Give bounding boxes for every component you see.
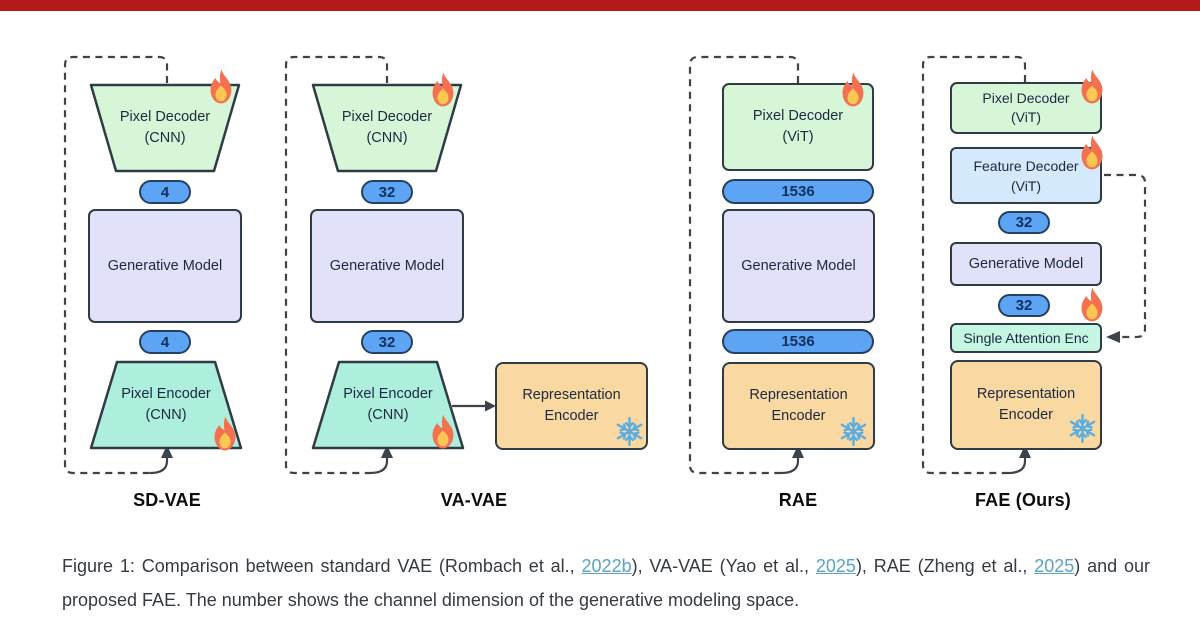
box-label: Generative Model	[741, 257, 856, 274]
caption-line-1: Figure 1: Comparison between standard VA…	[62, 549, 1150, 583]
rae-generative-model-box: Generative Model	[722, 209, 875, 323]
encoder-trapezoid-shape	[89, 360, 243, 450]
vavae-recon-loop-dashed-line	[284, 55, 393, 475]
caption-text: proposed FAE. The number shows the chann…	[62, 590, 800, 610]
decoder-trapezoid-shape	[311, 83, 463, 173]
box-sublabel: Encoder	[544, 408, 599, 424]
fae-feature-decoder-box: Feature Decoder (ViT)	[950, 147, 1102, 204]
fire-icon	[1075, 134, 1109, 173]
box-label: Generative Model	[968, 255, 1084, 272]
snowflake-icon	[614, 416, 645, 447]
box-sublabel: (CNN)	[144, 130, 186, 146]
fae-generative-model-box: Generative Model	[950, 242, 1102, 286]
fae-single-attention-encoder-box: Single Attention Enc	[950, 323, 1102, 353]
rae-latent-dim-bottom: 1536	[722, 329, 874, 354]
box-label: Feature Decoder	[973, 157, 1079, 174]
rae-recon-loop-dashed-line	[688, 55, 804, 475]
box-label: Pixel Decoder	[982, 90, 1070, 106]
rae-latent-dim-top: 1536	[722, 179, 874, 204]
box-sublabel: Encoder	[771, 408, 826, 424]
fire-icon	[1075, 68, 1109, 107]
box-label: Generative Model	[107, 257, 223, 274]
latent-dim-value: 32	[1015, 297, 1033, 314]
caption-text: ), RAE (Zheng et al.,	[855, 556, 1035, 576]
snowflake-icon	[838, 416, 869, 447]
box-sublabel: (CNN)	[145, 407, 187, 423]
box-label: Representation	[976, 386, 1076, 402]
box-sublabel: (CNN)	[366, 130, 408, 146]
box-label: Representation	[522, 387, 621, 403]
fire-icon	[426, 413, 460, 452]
vavae-label: VA-VAE	[440, 490, 508, 510]
fae-recon-loop-dashed-line	[921, 55, 1031, 475]
vavae-latent-dim-bottom: 32	[361, 330, 413, 354]
box-label: Pixel Encoder	[121, 386, 211, 402]
caption-text: Figure 1: Comparison between standard VA…	[62, 556, 582, 576]
box-sublabel: Encoder	[998, 407, 1053, 423]
top-accent-bar	[0, 0, 1200, 11]
sdvae-pixel-decoder-box: Pixel Decoder (CNN)	[88, 83, 242, 173]
vavae-latent-dim-top: 32	[361, 180, 413, 204]
fae-latent-dim-top: 32	[998, 211, 1050, 234]
box-sublabel: (ViT)	[1010, 109, 1042, 125]
fire-icon	[1075, 286, 1109, 325]
latent-dim-value: 4	[160, 333, 170, 351]
sdvae-latent-dim-top: 4	[139, 180, 191, 204]
fae-feature-loop-dashed-line	[1104, 173, 1147, 343]
latent-dim-value: 32	[378, 183, 396, 201]
sdvae-recon-loop-dashed-line	[63, 55, 173, 475]
caption-line-2: proposed FAE. The number shows the chann…	[62, 583, 1150, 617]
decoder-trapezoid-shape	[89, 83, 241, 173]
box-label: Pixel Decoder	[341, 109, 433, 125]
figure-caption: Figure 1: Comparison between standard VA…	[62, 549, 1150, 617]
citation-link-yao-2025[interactable]: 2025	[815, 556, 856, 576]
box-sublabel: (ViT)	[782, 129, 814, 145]
citation-link-zheng-2025[interactable]: 2025	[1034, 556, 1075, 576]
latent-dim-value: 1536	[781, 333, 815, 350]
latent-dim-value: 32	[378, 333, 396, 351]
rae-label: RAE	[778, 490, 818, 510]
snowflake-icon	[1067, 413, 1098, 444]
vavae-alignment-arrow	[452, 400, 496, 412]
fire-icon	[426, 71, 460, 110]
box-label: Pixel Encoder	[343, 386, 433, 402]
sdvae-label: SD-VAE	[133, 490, 201, 510]
box-sublabel: (CNN)	[367, 407, 409, 423]
fire-icon	[204, 68, 238, 107]
latent-dim-value: 1536	[781, 183, 815, 200]
encoder-trapezoid-shape	[311, 360, 465, 450]
latent-dim-value: 4	[160, 183, 170, 201]
citation-link-rombach-2022b[interactable]: 2022b	[581, 556, 632, 576]
sdvae-latent-dim-bottom: 4	[139, 330, 191, 354]
box-label: Single Attention Enc	[963, 329, 1089, 346]
vavae-pixel-decoder-box: Pixel Decoder (CNN)	[310, 83, 464, 173]
box-label: Pixel Decoder	[752, 108, 844, 124]
fae-latent-dim-bottom: 32	[998, 294, 1050, 317]
fire-icon	[836, 71, 870, 110]
box-label: Representation	[749, 387, 848, 403]
latent-dim-value: 32	[1015, 214, 1033, 231]
vavae-generative-model-box: Generative Model	[310, 209, 464, 323]
box-label: Generative Model	[329, 257, 445, 274]
caption-text: ), VA-VAE (Yao et al.,	[631, 556, 816, 576]
fae-label: FAE (Ours)	[974, 490, 1071, 510]
box-label: Pixel Decoder	[119, 109, 211, 125]
fire-icon	[208, 415, 242, 454]
vavae-pixel-encoder-box: Pixel Encoder (CNN)	[310, 360, 466, 450]
fae-pixel-decoder-box: Pixel Decoder (ViT)	[950, 82, 1102, 134]
sdvae-generative-model-box: Generative Model	[88, 209, 242, 323]
caption-text: ) and our	[1074, 556, 1151, 576]
sdvae-pixel-encoder-box: Pixel Encoder (CNN)	[88, 360, 244, 450]
box-sublabel: (ViT)	[1010, 177, 1042, 194]
